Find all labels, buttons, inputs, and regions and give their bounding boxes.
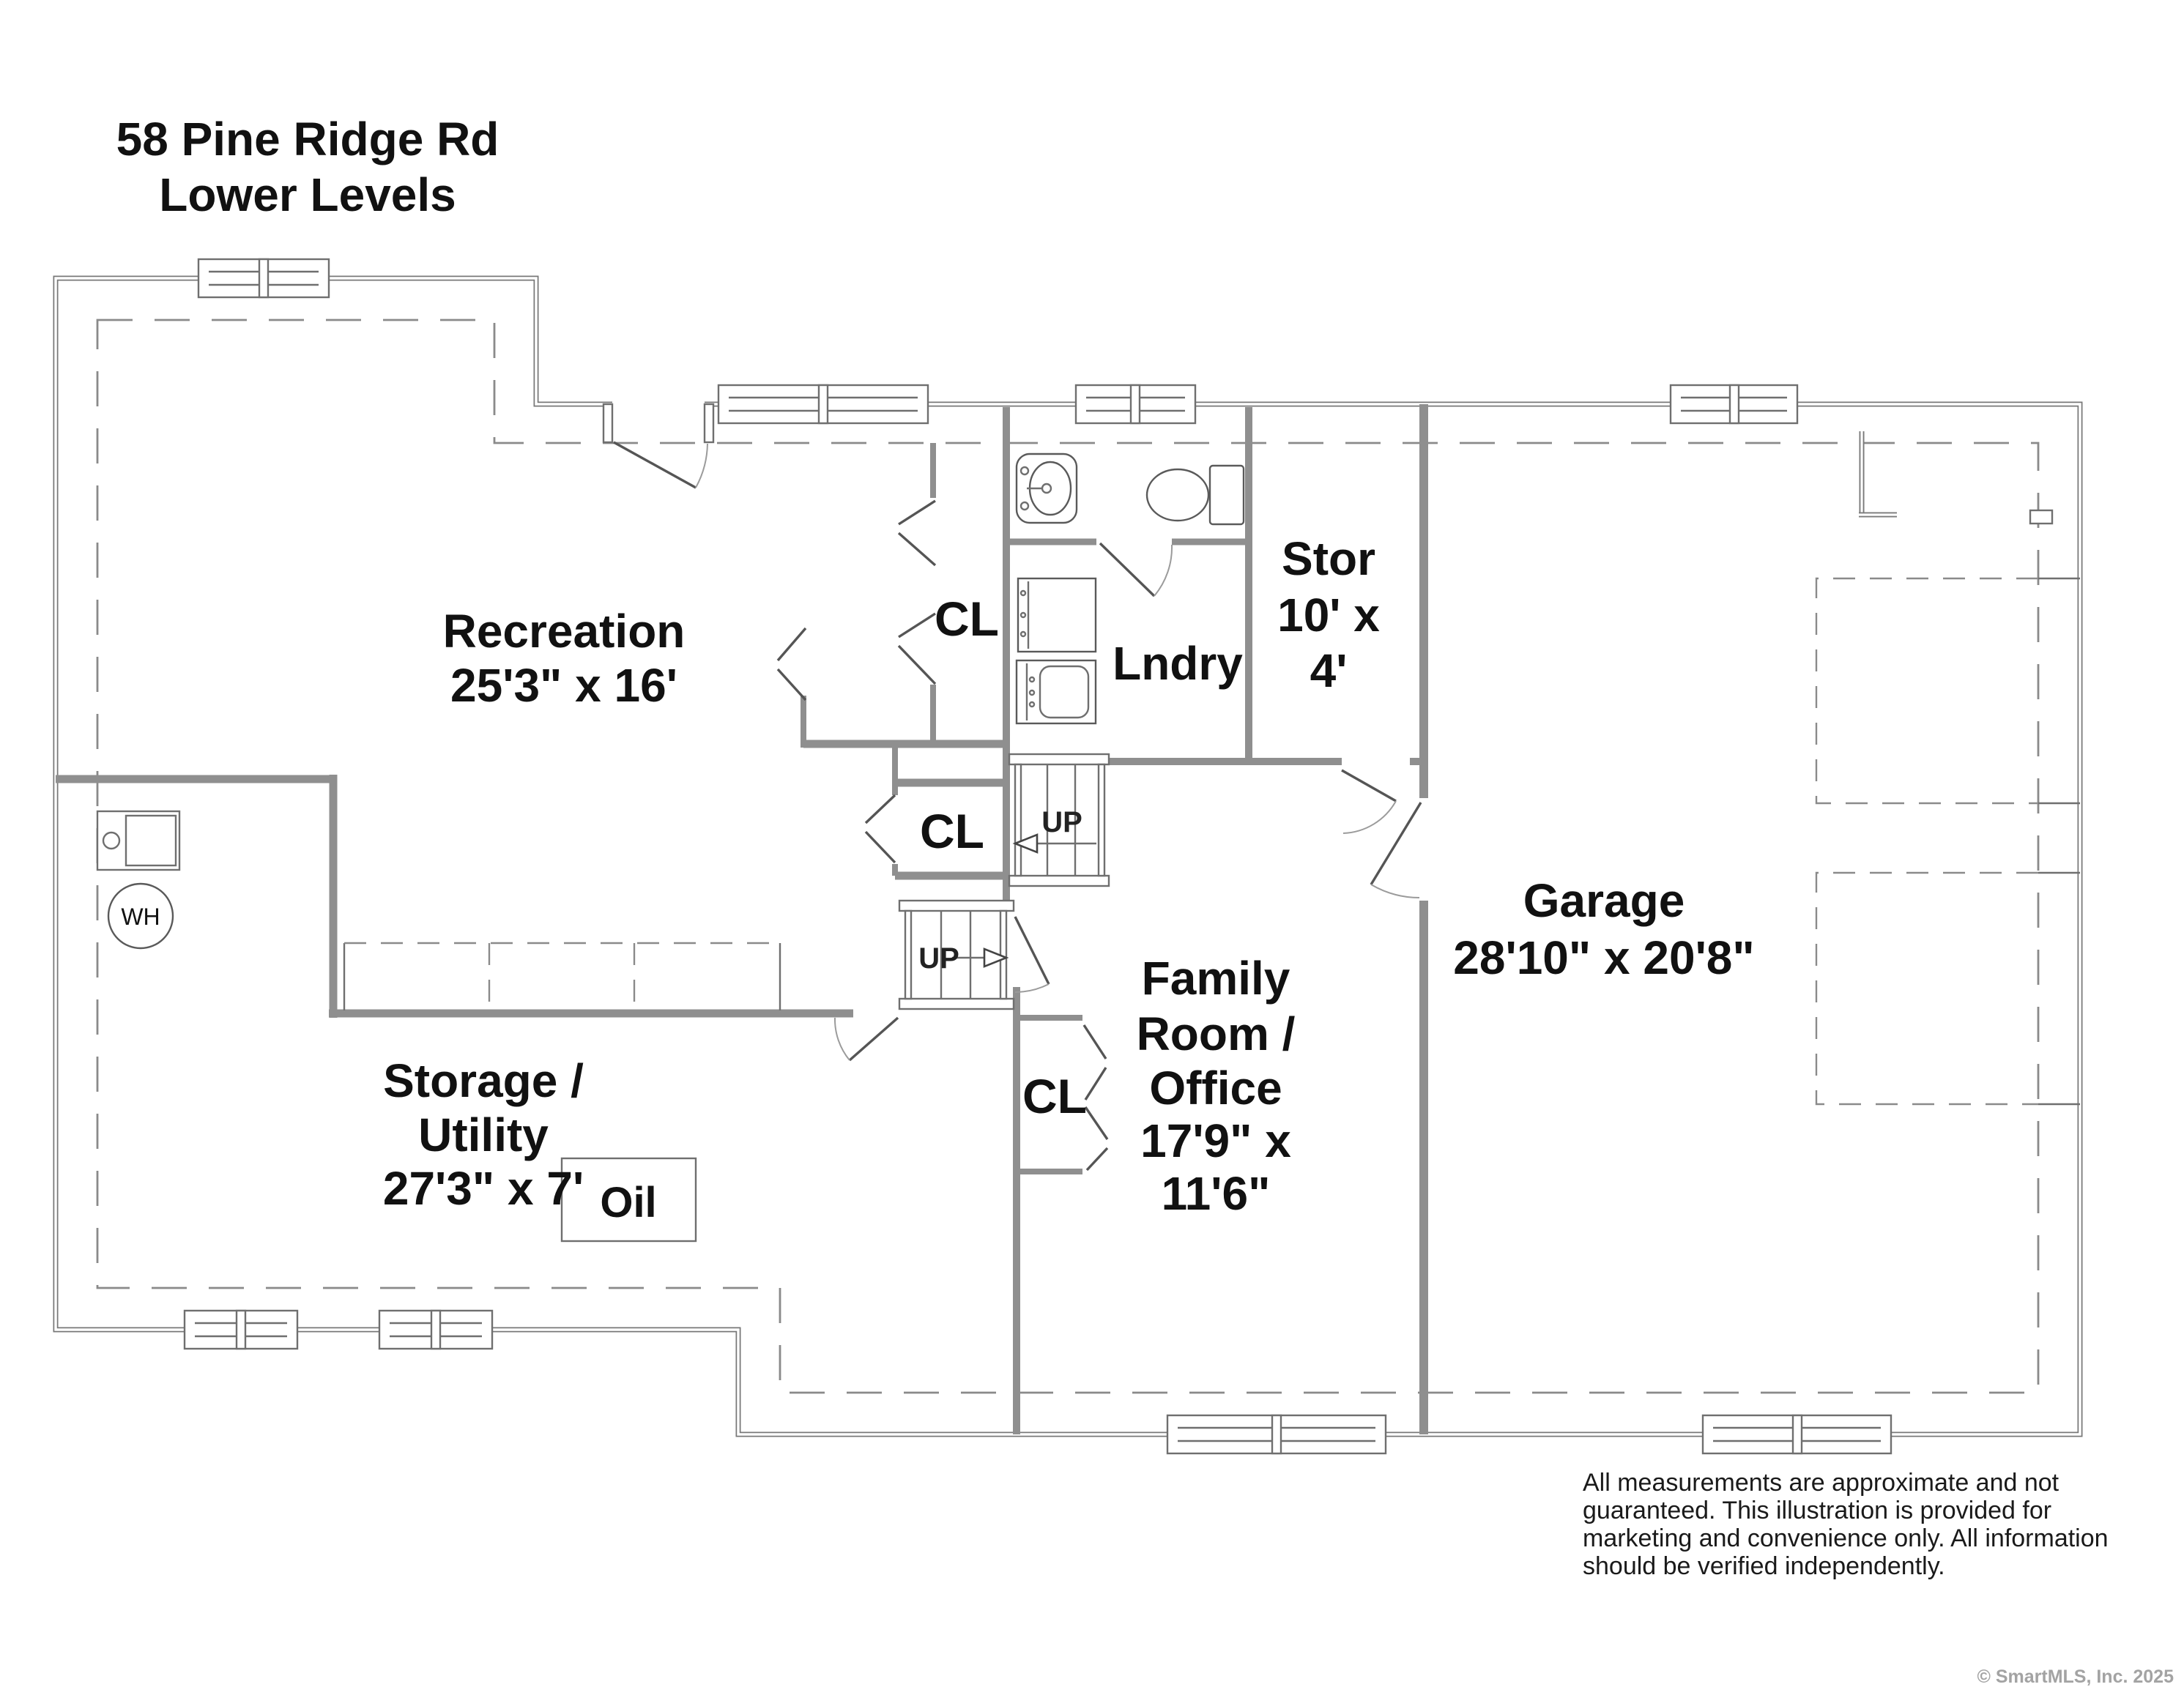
- bifold-doors: [776, 499, 1109, 1172]
- water-heater-label: WH: [121, 904, 160, 930]
- window: [183, 1309, 299, 1350]
- utility-sink: [96, 810, 181, 871]
- disclaimer-line2: guaranteed. This illustration is provide…: [1583, 1497, 2051, 1524]
- dryer: [1015, 659, 1097, 725]
- interior-walls: [56, 404, 1428, 1434]
- disclaimer-line1: All measurements are approximate and not: [1583, 1469, 2059, 1497]
- family-room-door: [1014, 916, 1050, 993]
- room-dims-storage: 27'3" x 7': [383, 1162, 584, 1215]
- room-label-family-1: Family: [1142, 952, 1290, 1005]
- room-dims-family-2: 11'6": [1162, 1167, 1271, 1220]
- up-label-2: UP: [918, 942, 959, 975]
- window: [1074, 384, 1197, 425]
- oil-tank: Oil: [560, 1157, 697, 1243]
- garage-details: [1815, 431, 2080, 1106]
- room-dims-garage: 28'10" x 20'8": [1453, 931, 1754, 984]
- room-label-garage: Garage: [1523, 874, 1685, 927]
- window: [197, 258, 330, 299]
- stairs-upper: UP: [1008, 753, 1110, 887]
- toilet: [1145, 464, 1245, 526]
- bathroom-sink: [1015, 453, 1078, 524]
- page-title-line2: Lower Levels: [159, 168, 456, 221]
- closet-label-family: CL: [1022, 1069, 1087, 1123]
- stor-door: [1341, 769, 1397, 834]
- closet-label-upper: CL: [935, 592, 999, 646]
- room-label-storage-2: Utility: [418, 1109, 549, 1161]
- room-label-storage-1: Storage /: [383, 1054, 584, 1107]
- shelf-unit: [343, 942, 781, 1010]
- room-label-laundry: Lndry: [1113, 637, 1243, 690]
- up-label-1: UP: [1041, 806, 1082, 838]
- window: [1166, 1414, 1387, 1455]
- window: [378, 1309, 494, 1350]
- storage-door: [833, 1016, 899, 1062]
- room-label-recreation: Recreation: [443, 605, 686, 658]
- room-dims-stor-2: 4': [1310, 644, 1348, 697]
- foundation-dashed-outline: [96, 319, 2040, 1394]
- entry-door: [602, 403, 715, 489]
- doors: [602, 403, 1422, 1172]
- window: [1701, 1414, 1893, 1455]
- windows: [183, 258, 1893, 1455]
- exterior-walls: [53, 275, 2083, 1437]
- window: [717, 384, 929, 425]
- page-title-line1: 58 Pine Ridge Rd: [116, 113, 499, 165]
- room-dims-family-1: 17'9" x: [1140, 1114, 1291, 1167]
- room-label-stor: Stor: [1282, 532, 1375, 585]
- bathroom-door: [1099, 542, 1173, 597]
- disclaimer-line3: marketing and convenience only. All info…: [1583, 1524, 2109, 1552]
- garage-door: [1370, 802, 1422, 898]
- room-dims-stor-1: 10' x: [1277, 589, 1380, 641]
- copyright-notice: © SmartMLS, Inc. 2025: [1977, 1666, 2174, 1687]
- room-dims-recreation: 25'3" x 16': [450, 659, 677, 712]
- window: [1669, 384, 1799, 425]
- stairs-lower: UP: [898, 899, 1015, 1010]
- water-heater: WH: [107, 882, 174, 950]
- room-label-family-2: Room /: [1137, 1008, 1296, 1060]
- oil-label: Oil: [600, 1179, 656, 1226]
- washer: [1017, 577, 1097, 653]
- room-label-family-3: Office: [1149, 1062, 1282, 1114]
- disclaimer-line4: should be verified independently.: [1583, 1552, 1945, 1580]
- closet-label-lower: CL: [920, 804, 984, 858]
